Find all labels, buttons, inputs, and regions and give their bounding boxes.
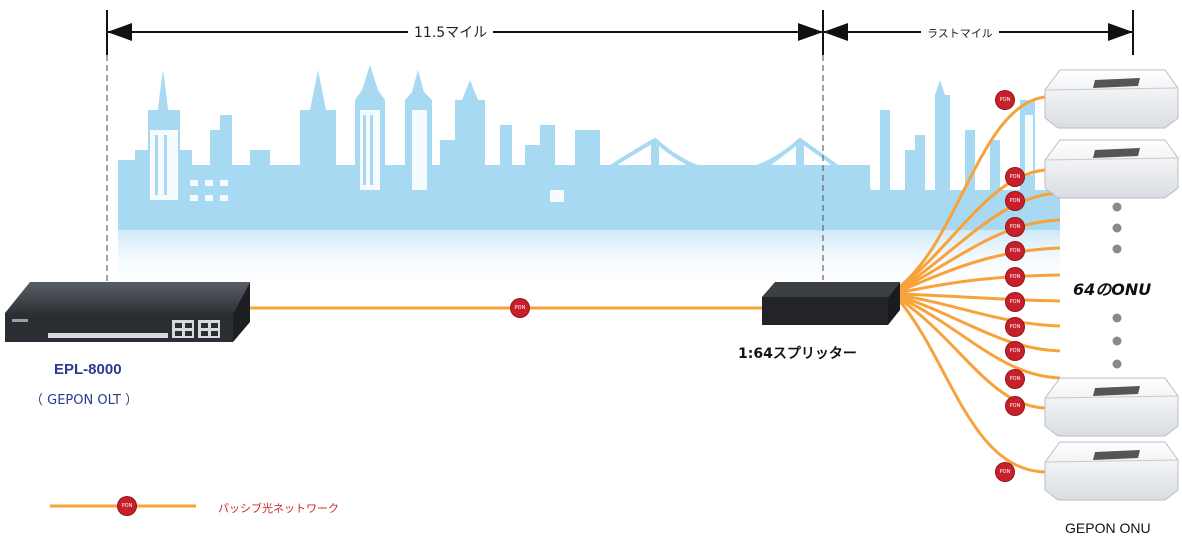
onu-router-4 [1044,441,1179,501]
splitter-label: 1:64スプリッター [738,346,857,362]
pon-badge-icon: PON [996,91,1014,109]
onu-router-1 [1044,69,1179,129]
pon-badge-icon: PON [1006,318,1024,336]
fan-out-fibers [896,95,1061,474]
pon-badge-icon: PON [1006,293,1024,311]
ellipsis-dots [1112,202,1122,369]
olt-subtitle: （ GEPON OLT ） [30,393,139,408]
onu-count-label: 64のONU [1071,276,1154,300]
pon-badge-icon: PON [1006,370,1024,388]
pon-badge-icon: PON [1006,192,1024,210]
switch-chassis-icon [5,282,250,342]
pon-badge-icon: PON [996,463,1014,481]
splitter-box-icon [762,282,900,325]
last-mile-label: ラストマイル [921,25,999,41]
onu-router-3 [1044,377,1179,437]
pon-badge-icon: PON [118,497,136,515]
pon-badge-icon: PON [1006,242,1024,260]
main-span-label: 11.5マイル [408,22,494,42]
onu-router-2 [1044,139,1179,199]
olt-model-label: EPL-8000 [54,361,122,378]
pon-badge-icon: PON [1006,342,1024,360]
pon-badge-icon: PON [1006,397,1024,415]
onu-caption: GEPON ONU [1065,520,1151,536]
pon-badge-icon: PON [511,299,529,317]
pon-badge-icon: PON [1006,268,1024,286]
pon-badge-icon: PON [1006,168,1024,186]
city-skyline [118,65,1060,290]
legend-label: パッシブ光ネットワーク [218,502,339,515]
pon-badge-icon: PON [1006,218,1024,236]
